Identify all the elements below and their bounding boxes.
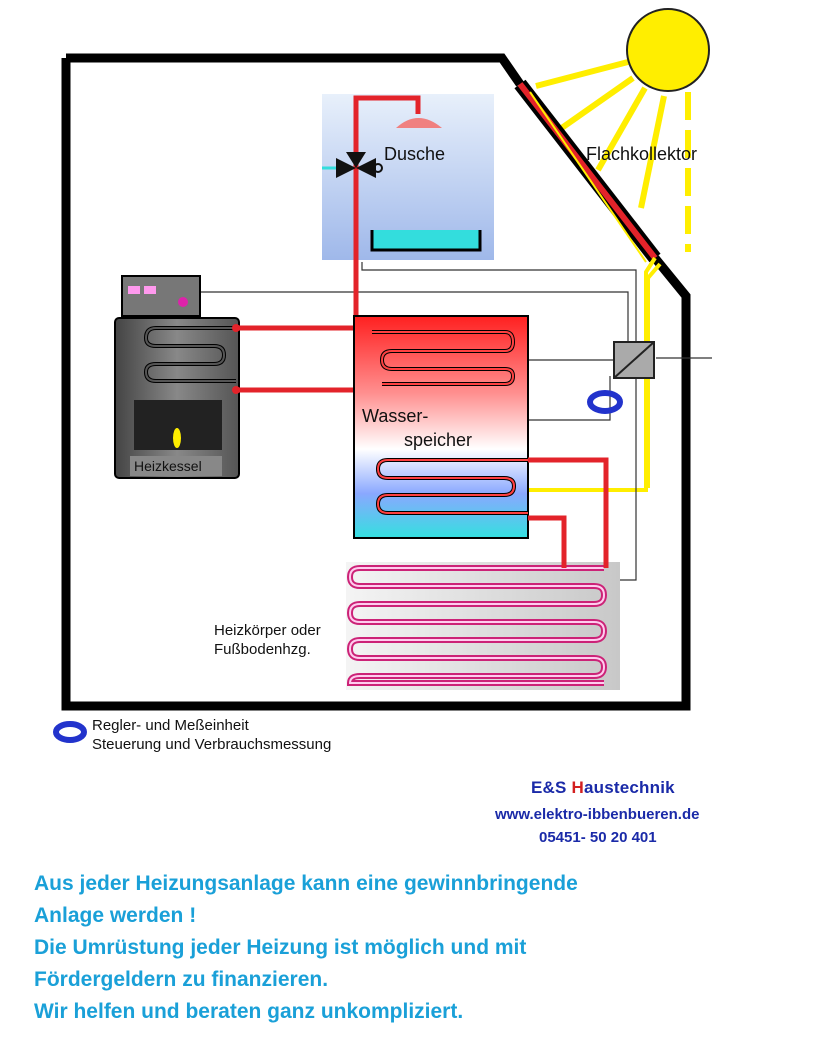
- company-website[interactable]: www.elektro-ibbenbueren.de: [495, 806, 700, 823]
- hot-water-pipe-shower: [353, 95, 421, 318]
- shower-label: Dusche: [384, 144, 445, 164]
- radiator-label-line2: Fußbodenhzg.: [214, 641, 311, 658]
- flame-icon: [173, 428, 181, 448]
- company-phone: 05451- 50 20 401: [539, 829, 657, 846]
- company-name-rest: austechnik: [583, 778, 675, 797]
- company-name-first: E&S: [531, 778, 572, 797]
- slogan-line: Fördergeldern zu finanzieren.: [34, 968, 329, 991]
- water-storage-tank: Wasser- speicher: [353, 315, 529, 539]
- mixing-valve-icon: [336, 152, 383, 178]
- tank-floor-pipes: [528, 457, 609, 568]
- floor-heating: Heizkörper oder Fußbodenhzg.: [214, 562, 620, 690]
- company-name: E&S Haustechnik: [531, 778, 755, 798]
- slogan-line: Wir helfen und beraten ganz unkomplizier…: [34, 1000, 464, 1023]
- sun-ray: [535, 59, 629, 89]
- boiler: Heizkessel: [114, 275, 240, 479]
- shower-room: Dusche: [322, 94, 494, 260]
- radiator-label-line1: Heizkörper oder: [214, 622, 321, 639]
- slogan-line: Die Umrüstung jeder Heizung ist möglich …: [34, 936, 527, 959]
- tank-label-line1: Wasser-: [362, 406, 428, 426]
- control-unit-ring: [587, 390, 623, 414]
- ring-icon: [53, 721, 87, 743]
- sun-ray: [554, 75, 635, 135]
- house-outline: [61, 53, 691, 711]
- sun-ray: [638, 95, 667, 209]
- legend-line1: Regler- und Meßeinheit: [92, 717, 250, 734]
- sun: [535, 8, 710, 252]
- solar-loop: [528, 256, 662, 492]
- company-info: E&S Haustechnik www.elektro-ibbenbueren.…: [495, 778, 755, 846]
- sun-ray: [595, 86, 648, 172]
- heat-exchanger-box: [613, 341, 655, 379]
- slogan: Aus jeder Heizungsanlage kann eine gewin…: [34, 868, 804, 1028]
- company-name-h: H: [571, 778, 584, 797]
- sun-disc: [626, 8, 710, 92]
- legend-line2: Steuerung und Verbrauchsmessung: [92, 736, 331, 753]
- legend: Regler- und Meßeinheit Steuerung und Ver…: [53, 717, 331, 753]
- slogan-line: Aus jeder Heizungsanlage kann eine gewin…: [34, 872, 578, 895]
- boiler-tank-pipes: [236, 325, 358, 393]
- slogan-line: Anlage werden !: [34, 904, 197, 927]
- boiler-label: Heizkessel: [134, 458, 202, 474]
- collector-label: Flachkollektor: [586, 144, 697, 164]
- tank-label-line2: speicher: [404, 430, 472, 450]
